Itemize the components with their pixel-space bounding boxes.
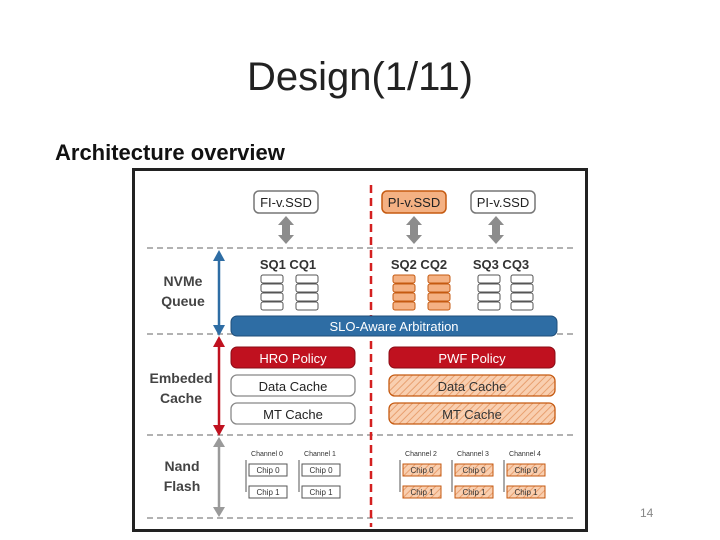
chip-label: Chip 1 xyxy=(514,488,538,497)
chip-label: Chip 0 xyxy=(256,466,280,475)
chip-label: Chip 0 xyxy=(309,466,333,475)
hro-policy-bar: HRO Policy xyxy=(230,346,356,369)
vssd-label: PI-v.SSD xyxy=(388,195,441,210)
policy-label: HRO Policy xyxy=(259,351,327,366)
queue-label: SQ1 CQ1 xyxy=(260,257,316,272)
channel-2: Channel 2 Chip 0 Chip 1 xyxy=(399,451,442,499)
slide-subtitle: Architecture overview xyxy=(55,140,285,165)
queue-label: SQ3 CQ3 xyxy=(473,257,529,272)
architecture-svg: NVMe Queue Embeded Cache Nand Flash FI-v… xyxy=(147,185,575,527)
layer-label-cache-line1: Embeded xyxy=(149,370,212,386)
layer-label-nvme-line2: Queue xyxy=(161,293,205,309)
chip-label: Chip 1 xyxy=(462,488,486,497)
channel-label: Channel 2 xyxy=(405,451,437,458)
data-cache-right: Data Cache xyxy=(388,374,556,397)
queue-stack-sq3 xyxy=(477,274,501,311)
queue-label: SQ2 CQ2 xyxy=(391,257,447,272)
vssd-fi: FI-v.SSD xyxy=(253,190,319,214)
queue-stack-sq2 xyxy=(392,274,416,311)
chip-label: Chip 0 xyxy=(462,466,486,475)
queue-stack-cq3 xyxy=(510,274,534,311)
channel-4: Channel 4 Chip 0 Chip 1 xyxy=(503,451,546,499)
channel-label: Channel 0 xyxy=(251,451,283,458)
cache-label: MT Cache xyxy=(442,407,502,422)
cache-label: Data Cache xyxy=(438,379,507,394)
vssd-label: FI-v.SSD xyxy=(260,195,312,210)
channel-label: Channel 3 xyxy=(457,451,489,458)
pwf-policy-bar: PWF Policy xyxy=(388,346,556,369)
channel-label: Channel 4 xyxy=(509,451,541,458)
layer-label-nvme-line1: NVMe xyxy=(164,273,203,289)
channel-3: Channel 3 Chip 0 Chip 1 xyxy=(451,451,494,499)
policy-label: PWF Policy xyxy=(438,351,506,366)
page-number: 14 xyxy=(640,506,654,520)
data-cache-left: Data Cache xyxy=(230,374,356,397)
chip-label: Chip 1 xyxy=(410,488,434,497)
nvme-span-arrow xyxy=(213,250,225,336)
queue-stack-cq1 xyxy=(295,274,319,311)
queue-stack-cq2 xyxy=(427,274,451,311)
chip-label: Chip 1 xyxy=(309,488,333,497)
chip-label: Chip 0 xyxy=(410,466,434,475)
chip-label: Chip 0 xyxy=(514,466,538,475)
channel-label: Channel 1 xyxy=(304,451,336,458)
layer-label-flash-line2: Flash xyxy=(164,478,201,494)
slide-title: Design(1/11) xyxy=(246,55,474,99)
layer-label-flash-line1: Nand xyxy=(165,458,200,474)
layer-label-cache-line2: Cache xyxy=(160,390,202,406)
mt-cache-left: MT Cache xyxy=(230,402,356,425)
mt-cache-right: MT Cache xyxy=(388,402,556,425)
channel-0: Channel 0 Chip 0 Chip 1 xyxy=(245,451,288,499)
chip-label: Chip 1 xyxy=(256,488,280,497)
vssd-pi: PI-v.SSD xyxy=(470,190,536,214)
cache-label: Data Cache xyxy=(259,379,328,394)
flash-span-arrow xyxy=(213,437,225,517)
vssd-label: PI-v.SSD xyxy=(477,195,530,210)
arbitration-label: SLO-Aware Arbitration xyxy=(329,319,458,334)
channel-1: Channel 1 Chip 0 Chip 1 xyxy=(298,451,341,499)
architecture-diagram: NVMe Queue Embeded Cache Nand Flash FI-v… xyxy=(132,168,588,532)
cache-span-arrow xyxy=(213,336,225,436)
vssd-pi-highlighted: PI-v.SSD xyxy=(381,190,447,214)
arbitration-bar: SLO-Aware Arbitration xyxy=(230,315,558,337)
queue-stack-sq1 xyxy=(260,274,284,311)
vssd-arrow xyxy=(278,216,294,244)
vssd-arrow xyxy=(406,216,422,244)
vssd-arrow xyxy=(488,216,504,244)
cache-label: MT Cache xyxy=(263,407,323,422)
